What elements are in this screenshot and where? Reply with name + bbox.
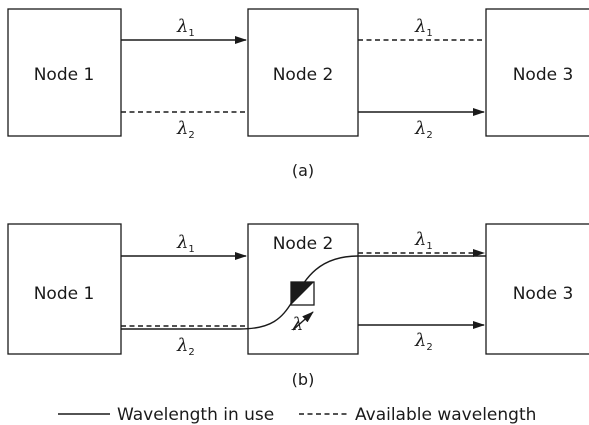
node-1-box-b: [7, 223, 122, 355]
diagram-b: Node 1 Node 2 Node 3 λ1 λ2 λ1 λ2 λ (b): [7, 223, 589, 389]
legend-available-label: Available wavelength: [355, 405, 536, 425]
lambda2-label-b-right: λ2: [414, 330, 433, 353]
legend-in-use-label: Wavelength in use: [117, 405, 274, 425]
node-3-box-b: [485, 223, 589, 355]
lambda1-label-a-left: λ1: [176, 16, 195, 39]
legend: Wavelength in use Available wavelength: [58, 405, 536, 425]
tunable-arrow-icon: [292, 311, 314, 331]
lambda1-label-b-left: λ1: [176, 232, 195, 255]
converter-lambda-label: λ: [291, 314, 303, 335]
wavelength-converter-icon: [290, 281, 315, 306]
node-2-box-a: [247, 8, 359, 137]
node-2-label-b: Node 2: [273, 234, 334, 254]
node-1-box-a: [7, 8, 122, 137]
lambda2-label-a-left: λ2: [176, 118, 195, 141]
lambda2-label-a-right: λ2: [414, 118, 433, 141]
node-1-label-a: Node 1: [34, 65, 95, 85]
node-3-label-b: Node 3: [513, 284, 574, 304]
caption-b: (b): [292, 370, 315, 389]
node-3-box-a: [485, 8, 589, 137]
node-2-label-a: Node 2: [273, 65, 334, 85]
lambda1-label-a-right: λ1: [414, 16, 433, 39]
lambda1-label-b-right: λ1: [414, 229, 433, 252]
diagram-a: Node 1 Node 2 Node 3 λ1 λ2 λ1 λ2 (a): [7, 8, 589, 180]
caption-a: (a): [292, 161, 314, 180]
node-1-label-b: Node 1: [34, 284, 95, 304]
lambda2-label-b-left: λ2: [176, 335, 195, 358]
node-3-label-a: Node 3: [513, 65, 574, 85]
